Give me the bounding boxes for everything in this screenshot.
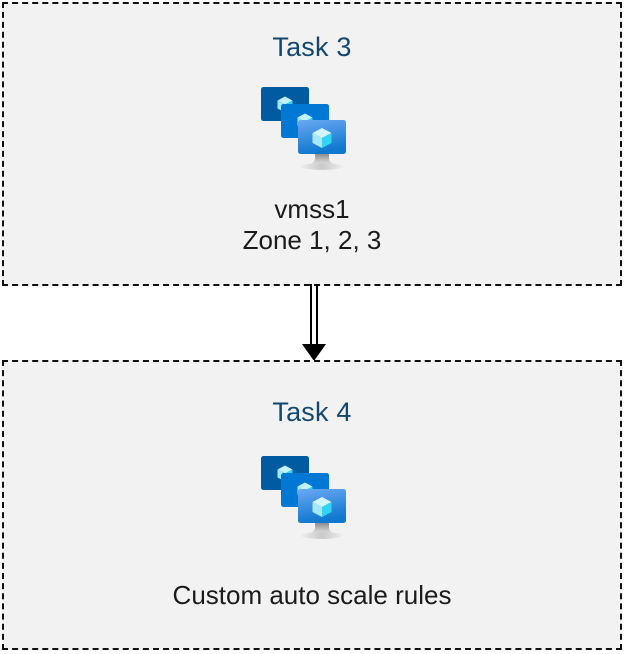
task-box-task-3[interactable]: Task 3 — [2, 2, 622, 286]
task-box-task-4[interactable]: Task 4 — [2, 360, 622, 650]
vmss-icon — [258, 452, 366, 544]
task-title: Task 3 — [272, 32, 352, 62]
task-title: Task 4 — [272, 397, 352, 427]
task-caption: vmss1 Zone 1, 2, 3 — [242, 194, 382, 255]
task-caption: Custom auto scale rules — [172, 580, 452, 610]
vmss-icon — [258, 83, 366, 175]
arrow-down-icon — [298, 284, 330, 362]
